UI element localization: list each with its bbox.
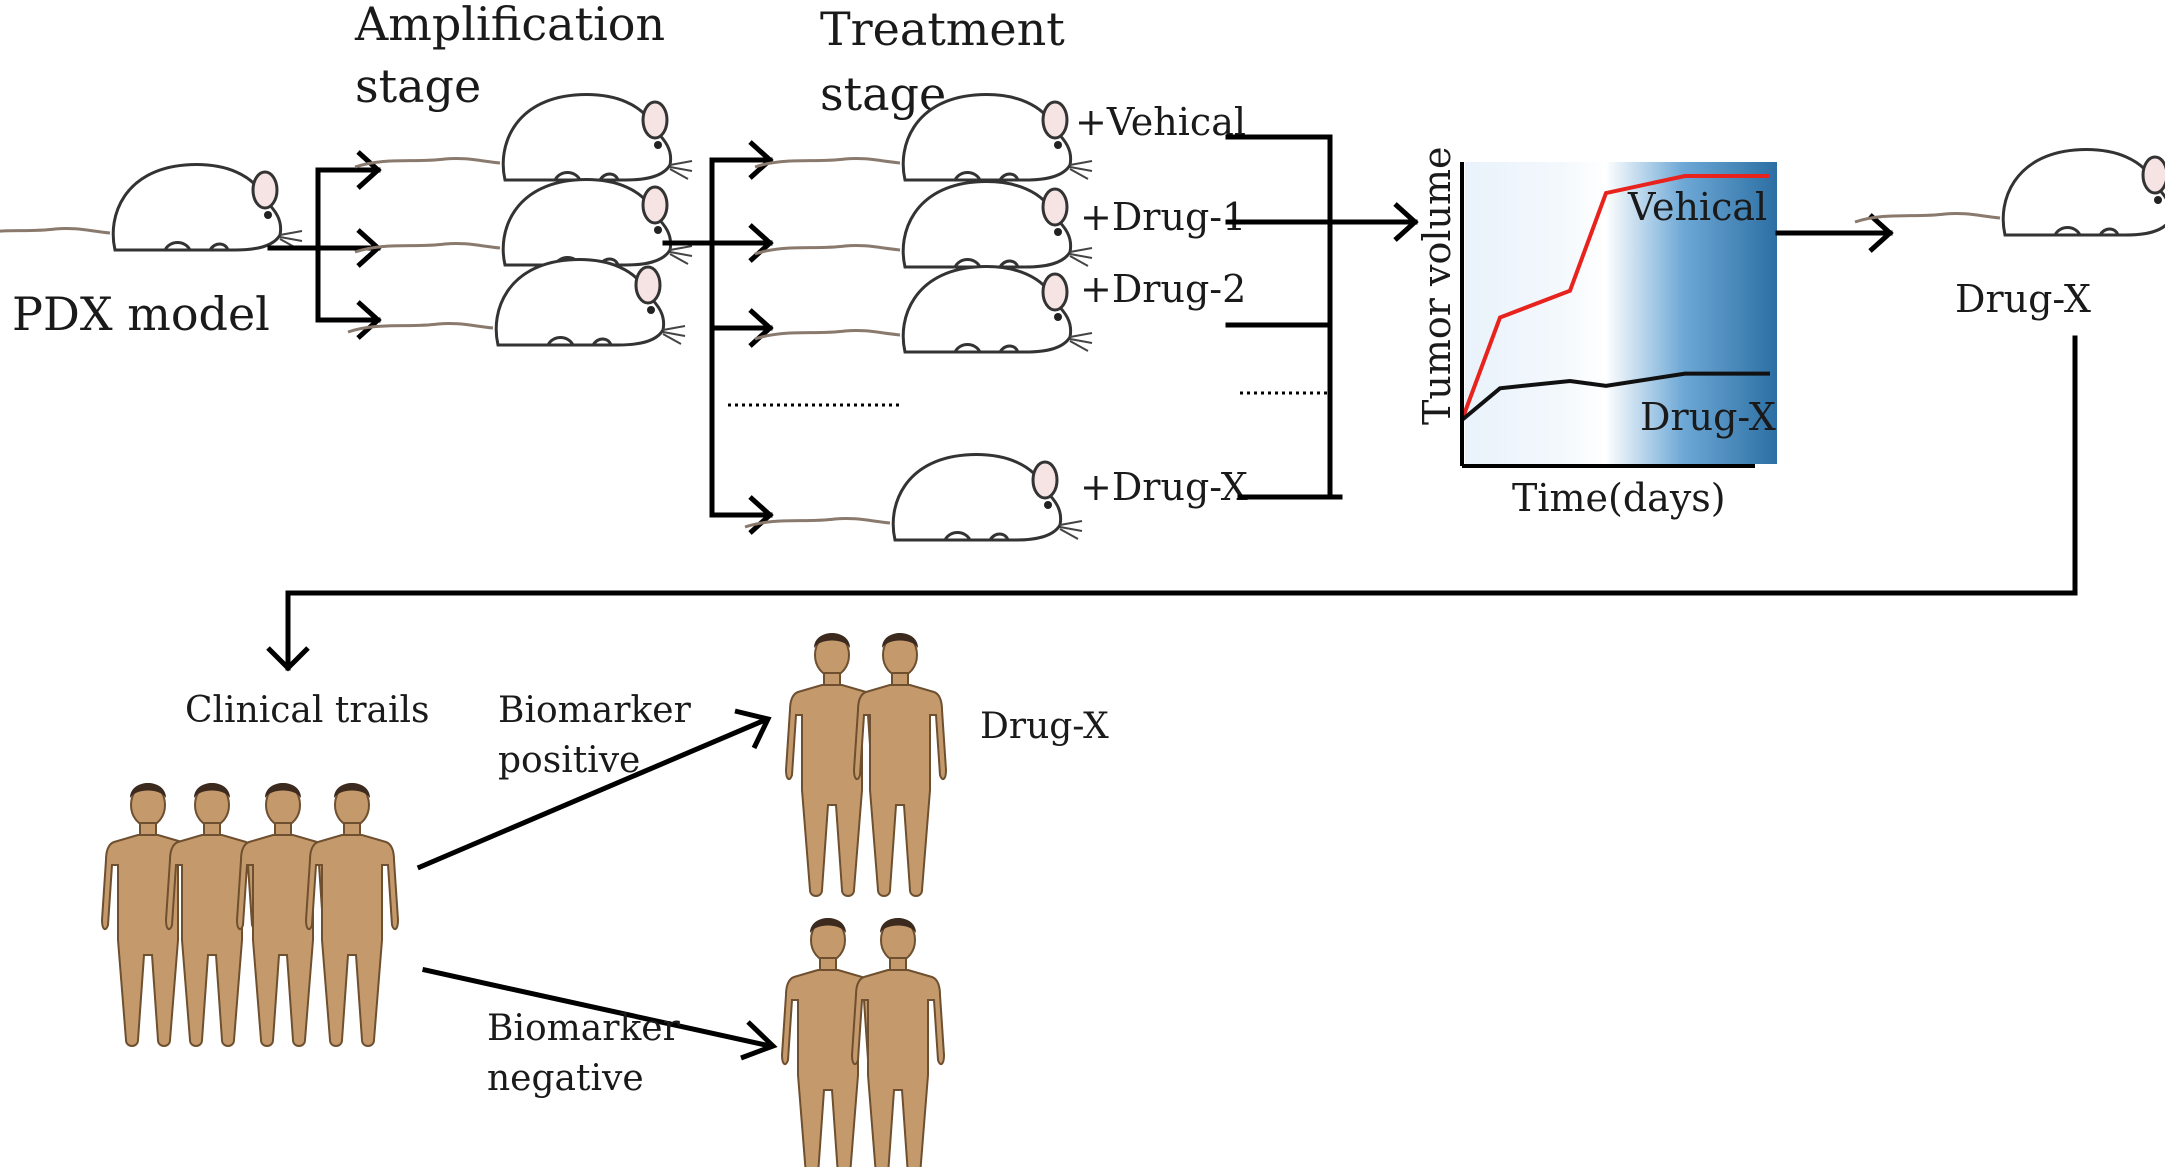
chart-y-axis-label: Tumor volume <box>1415 147 1459 425</box>
negative-arrow-line <box>422 967 773 1049</box>
amplification-branch <box>267 150 382 340</box>
treatment-stage-label-1: Treatment <box>820 2 1065 56</box>
chart-x-axis-label: Time(days) <box>1512 476 1726 520</box>
vehical-series-label: Vehical <box>1627 185 1767 229</box>
patient-group <box>101 782 399 1047</box>
amplified-mouse-icon <box>346 258 687 347</box>
amplification-stage-label-1: Amplification <box>354 0 665 51</box>
biomarker-positive-label-1: Biomarker <box>498 690 692 731</box>
arrowhead-icon <box>1868 213 1894 253</box>
human-figure-icon <box>305 782 399 1047</box>
treated-mouse-icon <box>743 453 1084 542</box>
drugx-series-label: Drug-X <box>1640 395 1776 439</box>
arrowhead-icon <box>266 646 310 672</box>
pdx-mouse-icon <box>0 163 304 252</box>
amplification-stage-label-2: stage <box>355 59 481 113</box>
series-line-1 <box>1460 371 1770 422</box>
vehical-group-label: +Vehical <box>1075 100 1246 144</box>
human-figure-icon <box>853 632 947 897</box>
treatment-stage-label-2: stage <box>820 67 946 121</box>
series-line-0 <box>1460 174 1770 421</box>
drugx-group-label: +Drug-X <box>1080 465 1248 509</box>
treatment-branch <box>662 140 902 535</box>
selected-mouse-icon <box>1853 148 2165 237</box>
arrowhead-icon <box>734 708 772 750</box>
human-figure-icon <box>781 917 875 1167</box>
arrowhead-icon <box>356 150 382 190</box>
merge-bracket <box>1225 134 1419 500</box>
biomarker-positive-label-2: positive <box>498 740 640 781</box>
human-figure-icon <box>851 917 945 1167</box>
arrowhead-icon <box>356 300 382 340</box>
biomarker-negative-label-1: Biomarker <box>487 1008 681 1049</box>
negative-patient-group <box>781 917 945 1167</box>
amplified-mouse-icon <box>353 178 694 267</box>
positive-outcome-label: Drug-X <box>980 706 1109 747</box>
drug2-group-label: +Drug-2 <box>1080 267 1246 311</box>
drug1-group-label: +Drug-1 <box>1080 195 1246 239</box>
positive-patient-group <box>785 632 947 897</box>
clinical-connector <box>266 335 2078 672</box>
treated-mouse-icon <box>753 265 1094 354</box>
arrowhead-icon <box>748 140 774 180</box>
arrowhead-icon <box>740 1020 778 1061</box>
treated-mouse-icon <box>753 180 1094 269</box>
human-figure-icon <box>101 782 195 1047</box>
positive-arrow-line <box>416 716 769 871</box>
human-figure-icon <box>785 632 879 897</box>
arrowhead-icon <box>1393 202 1419 242</box>
arrowhead-icon <box>748 495 774 535</box>
selected-drug-label: Drug-X <box>1955 277 2091 321</box>
biomarker-negative-label-2: negative <box>487 1058 644 1099</box>
pdx-model-label: PDX model <box>12 287 270 341</box>
clinical-trails-label: Clinical trails <box>185 690 430 731</box>
tumor-volume-chart: Vehical Drug-X Time(days) Tumor volume <box>1415 147 1777 520</box>
